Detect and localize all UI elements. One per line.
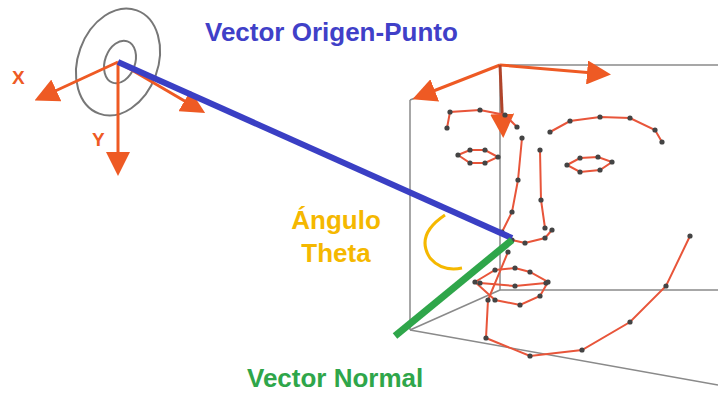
landmark-dot (483, 335, 488, 340)
axis-label: X (12, 66, 25, 90)
landmark-dot (542, 235, 547, 240)
landmark-dot (522, 240, 527, 245)
landmark-dot (564, 162, 569, 167)
landmark-dot (527, 353, 532, 358)
landmark-dot (597, 167, 602, 172)
landmark-dot (652, 127, 657, 132)
landmark-dot (515, 177, 520, 182)
landmark-dot (537, 293, 542, 298)
landmark-dot (547, 129, 552, 134)
landmark-dot (538, 197, 543, 202)
landmark-dot (577, 155, 582, 160)
landmark-dot (579, 347, 584, 352)
landmark-dot (447, 109, 452, 114)
bounding-box (410, 65, 718, 385)
landmark-dot (477, 280, 482, 285)
landmark-dot (627, 115, 632, 120)
landmark-dot (514, 124, 519, 129)
camera-axes (40, 62, 200, 170)
landmark-dot (527, 269, 532, 274)
landmark-dot (609, 159, 614, 164)
angle-label: Ángulo Theta (276, 204, 396, 269)
landmark-dot (537, 147, 542, 152)
landmark-dot (663, 283, 668, 288)
landmark-dot (472, 279, 477, 284)
landmark-dot (659, 139, 664, 144)
theta-arc (425, 215, 462, 269)
landmark-dot (519, 135, 524, 140)
landmark-dot (597, 114, 602, 119)
landmark-dot (467, 160, 472, 165)
landmark-dot (482, 160, 487, 165)
landmark-dot (687, 233, 692, 238)
landmark-dot (495, 154, 500, 159)
landmark-dot (467, 147, 472, 152)
landmark-dot (509, 209, 514, 214)
landmark-dot (512, 283, 517, 288)
landmark-dot (577, 169, 582, 174)
landmark-dot (517, 302, 522, 307)
vector-label: Vector Origen-Punto (205, 16, 458, 49)
landmark-dot (444, 125, 449, 130)
face-landmarks (444, 107, 692, 358)
landmark-dot (455, 152, 460, 157)
landmark-dot (627, 319, 632, 324)
normal-vector (395, 240, 512, 336)
box-axes (418, 65, 605, 132)
landmark-dot (482, 147, 487, 152)
landmark-dot (477, 107, 482, 112)
landmark-dot (542, 225, 547, 230)
landmark-dot (485, 297, 490, 302)
landmark-dot (549, 227, 554, 232)
landmark-dot (505, 249, 510, 254)
landmark-dot (567, 118, 572, 123)
vector-label: Vector Normal (247, 362, 423, 395)
landmark-dot (543, 280, 548, 285)
landmark-dot (512, 265, 517, 270)
landmark-dot (595, 154, 600, 159)
landmark-dot (492, 267, 497, 272)
landmark-dot (492, 297, 497, 302)
landmark-dot (502, 112, 507, 117)
axis-label: Y (92, 128, 105, 152)
